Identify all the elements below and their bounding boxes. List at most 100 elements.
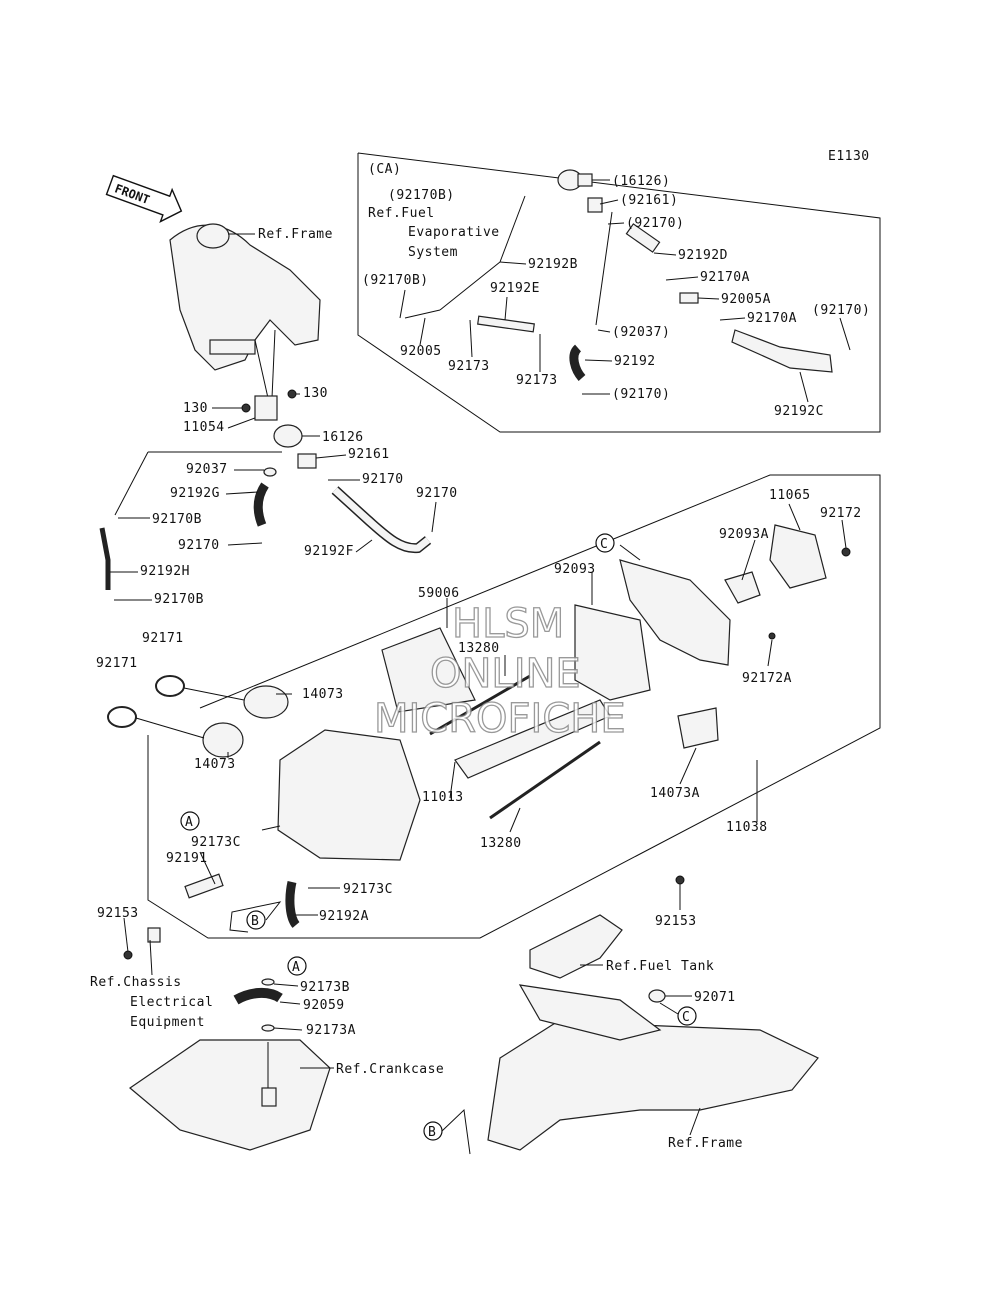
frame-head-part [169, 224, 321, 371]
ca-ref-evap-1: Ref.Fuel [368, 206, 435, 221]
label-92071: 92071 [694, 990, 736, 1005]
watermark: HLSM ONLINE MICROFICHE [373, 600, 626, 742]
ca-label-92005a: 92005A [721, 292, 771, 307]
label-92173c-2: 92173C [343, 882, 393, 897]
ca-title: (CA) [368, 162, 401, 177]
ref-crankcase: Ref.Crankcase [336, 1062, 444, 1077]
label-13280-top: 13280 [458, 641, 500, 656]
seal-13280-top [429, 674, 531, 736]
lower-group: Ref.Chassis Electrical Equipment A 92173… [90, 914, 819, 1155]
element-11065 [769, 524, 827, 589]
label-16126: 16126 [322, 430, 364, 445]
ca-ref-evap-2: Evaporative [408, 225, 500, 240]
callout-c-top-label: C [600, 537, 608, 552]
label-92059: 92059 [303, 998, 345, 1013]
watermark-line2: ONLINE [430, 651, 581, 697]
ca-label-92170-bottom: (92170) [612, 387, 670, 402]
ref-frame-top: Ref.Frame [258, 227, 333, 242]
callout-b-low-label: B [428, 1125, 436, 1140]
pipe-92191 [184, 873, 224, 899]
label-11054: 11054 [183, 420, 225, 435]
label-92170b-2: 92170B [154, 592, 204, 607]
ca-hose-92192e [477, 315, 535, 333]
callout-b-mid-label: B [251, 914, 259, 929]
ca-label-92173-2: 92173 [516, 373, 558, 388]
ca-part-92005a [679, 292, 699, 304]
funnel-14073-right [243, 685, 289, 719]
hose-92192g [253, 482, 269, 527]
label-59006: 59006 [418, 586, 460, 601]
label-92171-2: 92171 [96, 656, 138, 671]
callout-a-low-label: A [292, 960, 300, 975]
ca-label-92170-right: (92170) [812, 303, 870, 318]
ca-label-92192e: 92192E [490, 281, 540, 296]
ca-detail-box: (CA) Ref.Fuel Evaporative System (16126)… [357, 152, 881, 433]
ca-label-92192d: 92192D [678, 248, 728, 263]
label-11038: 11038 [726, 820, 768, 835]
ca-label-92192: 92192 [614, 354, 656, 369]
label-92093: 92093 [554, 562, 596, 577]
label-92192f: 92192F [304, 544, 354, 559]
air-cleaner-housing [619, 559, 731, 666]
callout-a-mid-label: A [185, 815, 193, 830]
ca-label-92170a-1: 92170A [700, 270, 750, 285]
ca-label-92173-1: 92173 [448, 359, 490, 374]
main-frame-part [487, 1019, 819, 1151]
ca-label-92192c: 92192C [774, 404, 824, 419]
ca-label-16126: (16126) [612, 174, 670, 189]
ca-hose-92192 [569, 344, 586, 381]
sheet-59006 [381, 627, 476, 713]
clamp-92171-1 [155, 675, 185, 697]
label-92170-1: 92170 [362, 472, 404, 487]
label-92153-left: 92153 [97, 906, 139, 921]
airbox-11038 [277, 729, 421, 861]
hose-92192a [285, 881, 300, 928]
ref-fuel-tank: Ref.Fuel Tank [606, 959, 714, 974]
ca-label-92161: (92161) [620, 193, 678, 208]
hose-92059 [233, 988, 283, 1005]
callout-b-mid [246, 910, 266, 930]
seal-13280-bottom [489, 740, 601, 820]
label-92173a: 92173A [306, 1023, 356, 1038]
ref-chassis-1: Ref.Chassis [90, 975, 182, 990]
airbox-group: 11065 92093A 92172 92093 59006 13280 921… [96, 474, 881, 976]
ref-frame-bottom: Ref.Frame [668, 1136, 743, 1151]
ca-valve-16126 [557, 169, 593, 191]
callout-a-low [287, 956, 307, 976]
fuel-tank-bracket [529, 914, 623, 979]
label-14073-right: 14073 [302, 687, 344, 702]
ca-label-92192b: 92192B [528, 257, 578, 272]
label-92191: 92191 [166, 851, 208, 866]
ca-label-92170a-2: 92170A [747, 311, 797, 326]
label-92173b: 92173B [300, 980, 350, 995]
hose-92192h [99, 527, 111, 590]
upper-frame-group: Ref.Frame 130 130 11054 16126 92161 9203… [99, 223, 457, 607]
duct-14073a [677, 707, 719, 749]
ca-label-92170-a: (92170) [626, 216, 684, 231]
label-92037: 92037 [186, 462, 228, 477]
front-arrow-icon: FRONT [105, 174, 183, 223]
label-92153-right: 92153 [655, 914, 697, 929]
grommet-92071 [648, 989, 666, 1003]
label-13280-bottom: 13280 [480, 836, 522, 851]
diagram-code: E1130 [828, 149, 870, 164]
callout-c-low-label: C [682, 1010, 690, 1025]
ca-label-92005: 92005 [400, 344, 442, 359]
ca-hose-92192c [731, 329, 833, 373]
label-11013: 11013 [422, 790, 464, 805]
ca-label-92037: (92037) [612, 325, 670, 340]
watermark-line1: HLSM [452, 601, 564, 647]
ca-label-92170b-top: (92170B) [388, 188, 455, 203]
funnel-14073-left [202, 722, 244, 758]
label-92173c-1: 92173C [191, 835, 241, 850]
label-14073a: 14073A [650, 786, 700, 801]
label-92170b-1: 92170B [152, 512, 202, 527]
label-92170-2: 92170 [178, 538, 220, 553]
ref-chassis-2: Electrical [130, 995, 213, 1010]
ref-chassis-3: Equipment [130, 1015, 205, 1030]
watermark-line3: MICROFICHE [374, 696, 626, 742]
valve-16126 [273, 424, 303, 448]
label-11065: 11065 [769, 488, 811, 503]
label-14073-left: 14073 [194, 757, 236, 772]
